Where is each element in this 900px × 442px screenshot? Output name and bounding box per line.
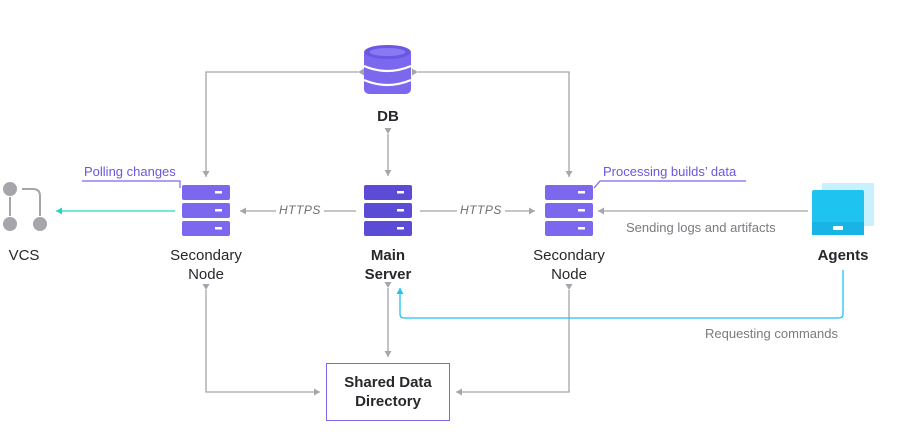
- agents-monitor-icon: [812, 183, 874, 235]
- secondary-node-right-icon: [545, 185, 593, 236]
- shared-data-label-line2: Directory: [355, 393, 421, 410]
- connector-agents-to-main-server: [396, 270, 844, 319]
- connector-secondary-left-shared-data: [202, 284, 320, 396]
- secondary-node-right-label-line2: Node: [551, 266, 587, 283]
- secondary-node-left-label: Secondary Node: [156, 246, 256, 284]
- https-label-right: HTTPS: [457, 203, 505, 217]
- shared-data-directory-box: Shared Data Directory: [326, 363, 450, 421]
- secondary-node-left-label-line2: Node: [188, 266, 224, 283]
- main-server-label-line2: Server: [364, 266, 412, 283]
- secondary-node-right-label: Secondary Node: [519, 246, 619, 284]
- callout-processing-builds: [593, 180, 746, 189]
- vcs-label: VCS: [8, 247, 40, 264]
- main-server-icon: [364, 185, 412, 236]
- secondary-node-right-label-line1: Secondary: [533, 247, 605, 264]
- callout-polling-changes: [82, 180, 181, 188]
- connector-db-secondary-left: [202, 68, 364, 177]
- connector-secondary-right-shared-data: [456, 284, 573, 396]
- polling-changes-label: Polling changes: [84, 164, 176, 179]
- agents-label: Agents: [817, 247, 869, 264]
- db-label: DB: [377, 108, 399, 125]
- secondary-node-left-label-line1: Secondary: [170, 247, 242, 264]
- secondary-node-left-icon: [182, 185, 230, 236]
- processing-builds-label: Processing builds’ data: [603, 164, 737, 179]
- requesting-commands-label: Requesting commands: [705, 326, 838, 341]
- connector-db-secondary-right: [412, 68, 573, 177]
- shared-data-label-line1: Shared Data: [344, 374, 432, 391]
- vcs-icon: [3, 182, 47, 231]
- main-server-label: Main Server: [338, 246, 438, 284]
- sending-logs-label: Sending logs and artifacts: [626, 220, 776, 235]
- https-label-left: HTTPS: [276, 203, 324, 217]
- database-icon: [363, 45, 412, 94]
- main-server-label-line1: Main: [370, 247, 406, 264]
